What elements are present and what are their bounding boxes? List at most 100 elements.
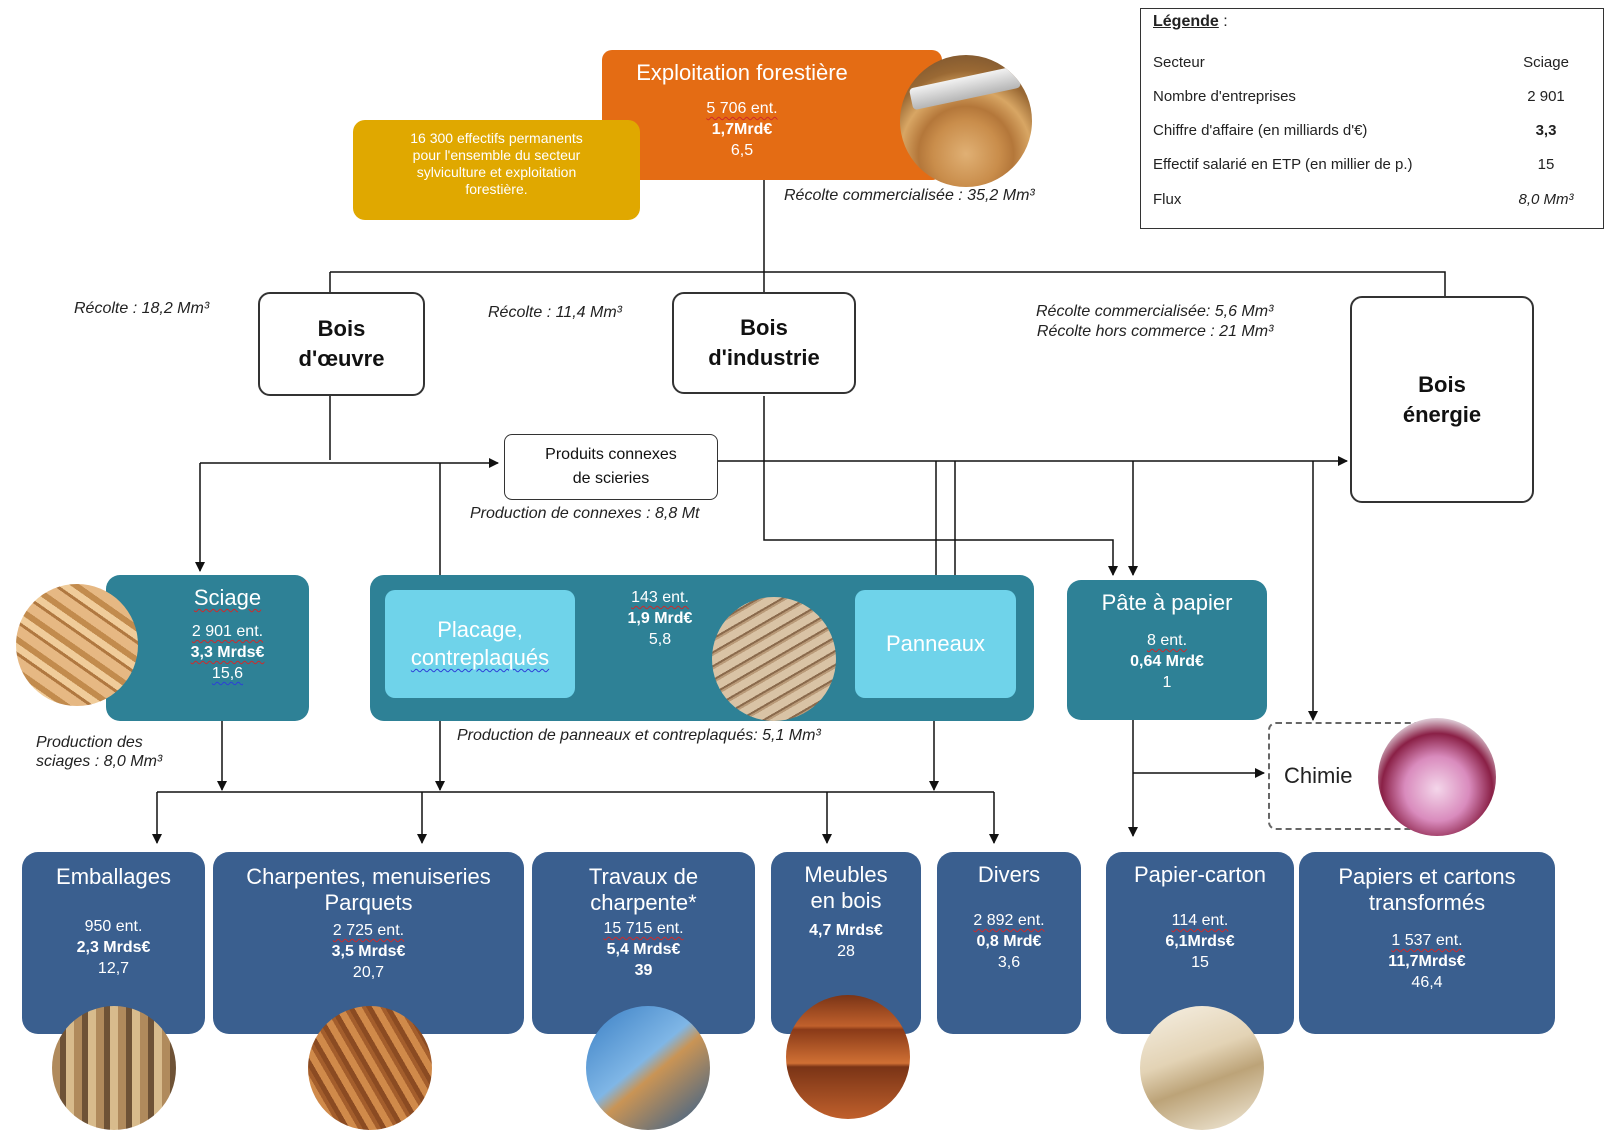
charpentes-box: Charpentes, menuiseries Parquets 2 725 e… (213, 852, 524, 1034)
bois-industrie-title-line: Bois (740, 315, 788, 340)
papier-carton-companies: 114 ent. (1171, 912, 1229, 929)
roof-frame-image (308, 1006, 432, 1130)
exploitation-companies: 5 706 ent. (706, 100, 778, 117)
bois-industrie-harvest: Récolte : 11,4 Mm³ (488, 304, 622, 321)
bois-industrie-box: Bois d'industrie (672, 292, 856, 394)
placage-box: Placage, contreplaqués (385, 590, 575, 698)
travaux-title-line: Travaux de (588, 864, 699, 889)
exploitation-revenue: 1,7Mrd€ (711, 121, 773, 138)
legend-value: 8,0 Mm³ (1518, 191, 1574, 208)
furniture-image (786, 995, 910, 1119)
bois-energie-harvest-line: Récolte hors commerce : 21 Mm³ (1036, 323, 1274, 340)
bois-energie-title-line: Bois (1418, 371, 1466, 397)
emballages-companies: 950 ent. (84, 918, 143, 935)
divers-box: Divers 2 892 ent. 0,8 Mrd€ 3,6 (937, 852, 1081, 1034)
exploitation-harvest: Récolte commercialisée : 35,2 Mm³ (784, 187, 1035, 204)
emballages-employees: 12,7 (97, 960, 130, 977)
connexes-box: Produits connexes de scieries (504, 434, 718, 500)
legend-label: Chiffre d'affaire (en milliards d'€) (1153, 122, 1368, 139)
note-line: pour l'ensemble du secteur (412, 147, 581, 163)
legend-value: 15 (1537, 156, 1555, 173)
sciage-production-line: sciages : 8,0 Mm³ (36, 753, 163, 770)
divers-companies: 2 892 ent. (973, 912, 1045, 929)
bois-energie-box: Bois énergie (1350, 296, 1534, 503)
chimie-title: Chimie (1284, 763, 1353, 788)
connexes-production: Production de connexes : 8,8 Mt (470, 505, 700, 522)
legend-title: Légende (1153, 13, 1219, 30)
connexes-title-line: Produits connexes (545, 446, 677, 463)
divers-revenue: 0,8 Mrd€ (976, 933, 1042, 950)
bois-industrie-title-line: d'industrie (708, 345, 820, 370)
note-box: 16 300 effectifs permanents pour l'ensem… (353, 120, 640, 220)
meubles-revenue: 4,7 Mrds€ (809, 922, 883, 939)
sciage-companies: 2 901 ent. (191, 623, 264, 640)
panneaux-employees: 5,8 (648, 631, 672, 648)
divers-title: Divers (977, 862, 1041, 887)
bois-energie-harvest-line: Récolte commercialisée: 5,6 Mm³ (1036, 303, 1274, 320)
bois-energie-harvest: Récolte commercialisée: 5,6 Mm³ Récolte … (1036, 302, 1273, 342)
divers-employees: 3,6 (997, 954, 1021, 971)
legend-label: Flux (1153, 191, 1182, 208)
sciage-employees: 15,6 (211, 665, 244, 682)
papiers-transformes-employees: 46,4 (1411, 974, 1443, 991)
pate-employees: 1 (1162, 674, 1172, 691)
sciage-production-line: Production des (36, 734, 143, 751)
emballages-revenue: 2,3 Mrds€ (76, 939, 151, 956)
papiers-transformes-revenue: 11,7Mrds€ (1388, 953, 1466, 970)
legend-box: Légende : Secteur Sciage Nombre d'entrepr… (1140, 8, 1604, 229)
papiers-transformes-title-line: Papiers et cartons (1338, 864, 1516, 889)
pate-box: Pâte à papier 8 ent. 0,64 Mrd€ 1 (1067, 580, 1267, 720)
pate-revenue: 0,64 Mrd€ (1130, 653, 1204, 670)
papier-carton-revenue: 6,1Mrds€ (1165, 933, 1235, 950)
sciage-revenue: 3,3 Mrds€ (190, 644, 265, 661)
bois-energie-title-line: énergie (1402, 401, 1482, 427)
bois-oeuvre-box: Bois d'œuvre (258, 292, 425, 396)
note-line: sylviculture et exploitation (416, 164, 577, 180)
bois-oeuvre-title-line: Bois (317, 316, 366, 341)
travaux-employees: 39 (634, 962, 653, 979)
papiers-transformes-title-line: transformés (1368, 890, 1486, 915)
placage-title-line: Placage, (437, 617, 523, 642)
meubles-title-line: en bois (810, 888, 882, 913)
sciage-box: Sciage 2 901 ent. 3,3 Mrds€ 15,6 (106, 575, 309, 721)
papiers-transformes-box: Papiers et cartons transformés 1 537 ent… (1299, 852, 1555, 1034)
papier-carton-title: Papier-carton (1133, 862, 1267, 887)
sciage-production: Production des sciages : 8,0 Mm³ (36, 733, 162, 771)
bois-oeuvre-harvest: Récolte : 18,2 Mm³ (74, 300, 210, 317)
legend-row: Chiffre d'affaire (en milliards d'€) 3,3 (1153, 122, 1591, 144)
bois-oeuvre-title-line: d'œuvre (298, 346, 385, 371)
chemistry-image (1378, 718, 1496, 836)
log-saw-image (900, 55, 1032, 187)
travaux-box: Travaux de charpente* 15 715 ent. 5,4 Mr… (532, 852, 755, 1034)
pallets-image (52, 1006, 176, 1130)
meubles-title-line: Meubles (804, 862, 888, 887)
sciage-title: Sciage (193, 585, 262, 610)
travaux-title-line: charpente* (590, 890, 697, 915)
panneaux-production: Production de panneaux et contreplaqués:… (457, 727, 821, 744)
panneaux-revenue: 1,9 Mrd€ (627, 610, 693, 627)
exploitation-box: Exploitation forestière 5 706 ent. 1,7Mr… (602, 50, 942, 180)
legend-label: Secteur (1153, 54, 1205, 71)
legend-value: Sciage (1523, 54, 1569, 71)
meubles-employees: 28 (837, 943, 855, 960)
legend-title-row: Légende : (1153, 13, 1228, 31)
panels-image (712, 597, 836, 721)
legend-row: Secteur Sciage (1153, 54, 1591, 76)
panneaux-stats: 143 ent. 1,9 Mrd€ 5,8 (600, 587, 720, 650)
travaux-companies: 15 715 ent. (603, 920, 684, 937)
legend-title-colon: : (1218, 13, 1228, 30)
legend-row: Effectif salarié en ETP (en millier de p… (1153, 156, 1591, 178)
travaux-revenue: 5,4 Mrds€ (606, 941, 681, 958)
panneaux-box: Panneaux (855, 590, 1016, 698)
exploitation-employees: 6,5 (730, 142, 754, 159)
legend-label: Effectif salarié en ETP (en millier de p… (1153, 156, 1413, 173)
papier-carton-employees: 15 (1191, 954, 1209, 971)
pate-companies: 8 ent. (1146, 632, 1188, 649)
carpentry-work-image (586, 1006, 710, 1130)
connexes-title-line: de scieries (572, 470, 650, 487)
charpentes-revenue: 3,5 Mrds€ (331, 943, 406, 960)
pate-title: Pâte à papier (1101, 590, 1233, 615)
legend-row: Flux 8,0 Mm³ (1153, 191, 1591, 213)
legend-value: 3,3 (1535, 122, 1557, 139)
